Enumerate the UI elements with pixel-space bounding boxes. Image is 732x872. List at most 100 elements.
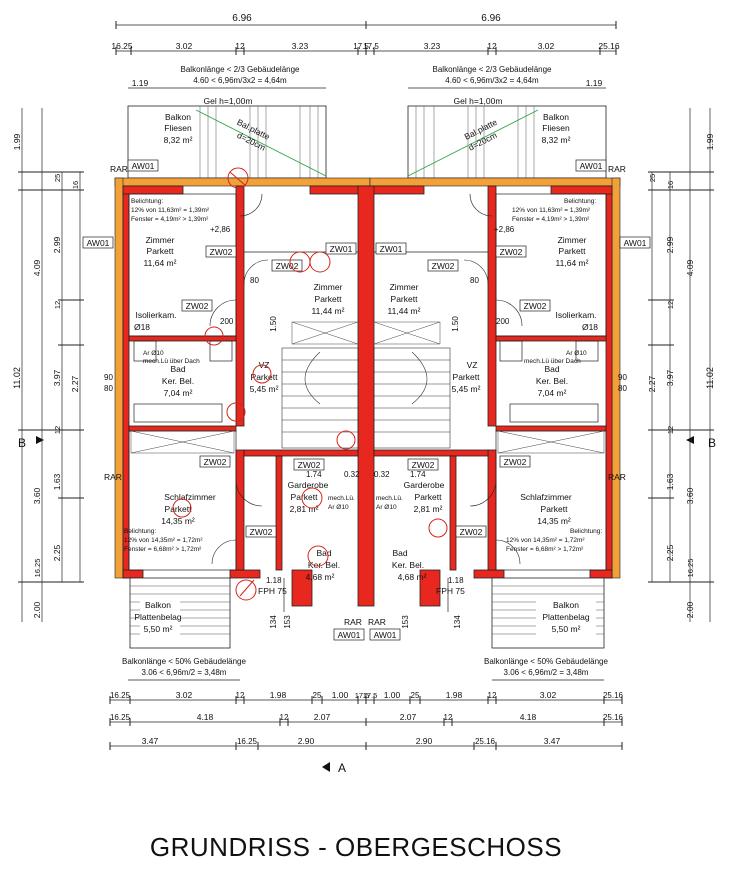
balkon-top-right-1: Balkon: [543, 112, 569, 122]
dim-right-7: 2.27: [647, 375, 657, 392]
height-left: +2,86: [210, 225, 231, 234]
bot-r3-3: 2.90: [416, 736, 433, 746]
zimmer-a-left-2: Parkett: [147, 246, 175, 256]
section-b-left: B: [18, 436, 26, 450]
top-balconies: Balkon Fliesen 8,32 m² Bal.platte d=20cm…: [110, 105, 626, 179]
bel-top-left-1: Belichtung:: [131, 198, 163, 205]
dim-right-14: 2.00: [685, 601, 695, 618]
dim-right-10: 1.63: [665, 473, 675, 490]
garderobe-left-1: Garderobe: [288, 480, 329, 490]
dim-top-2: 12: [235, 41, 245, 51]
small-dim-right-8: 134: [453, 615, 462, 629]
wall-tags: AW01 AW01 ZW02 ZW02 ZW02 ZW02 ZW01 ZW01 …: [82, 236, 651, 641]
dim-right-13: 16.25: [686, 559, 695, 578]
small-dim-left-3: 90: [104, 373, 113, 382]
bel-bot-left-1: Belichtung:: [124, 528, 156, 535]
balkon-bot-right-3: 5,50 m²: [552, 624, 581, 634]
tag-aw01-top-right: AW01: [580, 161, 603, 171]
balkon-top-right-3: 8,32 m²: [542, 135, 571, 145]
bad-top-right-1: Bad: [544, 364, 559, 374]
mech2-right-2: Ar Ø10: [376, 504, 397, 511]
zimmer-b-left-2: Parkett: [315, 294, 343, 304]
small-dim-left-6: 0.32: [344, 470, 360, 479]
tag-zw01-right: ZW01: [380, 244, 403, 254]
bel-top-right-3: Fenster = 4,19m² > 1,39m²: [512, 216, 590, 223]
zimmer-b-right-3: 11,44 m²: [388, 306, 421, 316]
side-dimensions: 1.99 25 16 4.09 2.99 12 11.02 2.27 3.97 …: [12, 108, 716, 622]
dim-left-10: 1.63: [52, 473, 62, 490]
garderobe-left-3: 2,81 m²: [290, 504, 319, 514]
small-dim-right-9: 153: [401, 615, 410, 629]
dim-right-4: 2.99: [665, 236, 675, 253]
garderobe-right-1: Garderobe: [404, 480, 445, 490]
bot-r1-6: 17.5: [355, 691, 370, 700]
bad-top-left-1: Bad: [170, 364, 185, 374]
isolier-right-2: Ø18: [582, 322, 598, 332]
tag-zw02-e-left: ZW02: [298, 460, 321, 470]
bot-r2-1: 4.18: [197, 712, 214, 722]
small-dim-right-7: 1.18: [448, 576, 464, 585]
bel-top-left-3: Fenster = 4,19m² > 1,39m²: [131, 216, 209, 223]
dim-119-right: 1.19: [586, 78, 603, 88]
tag-rar-top-left: RAR: [110, 164, 128, 174]
tag-rar-bot-right: RAR: [368, 617, 386, 627]
balkon-top-right-2: Fliesen: [542, 123, 570, 133]
dim-left-12: 2.25: [52, 544, 62, 561]
dim-left-8: 3.97: [52, 369, 62, 386]
bot-r1-1: 3.02: [176, 690, 193, 700]
bel-bot-right-1: Belichtung:: [570, 528, 602, 535]
schlaf-left-3: 14,35 m²: [161, 516, 195, 526]
bot-r3-2: 2.90: [298, 736, 315, 746]
tag-rar-top-right: RAR: [608, 164, 626, 174]
bot-note-left-2: 3.06 < 6,96m/2 = 3,48m: [142, 668, 227, 677]
dim-right-0: 1.99: [705, 133, 715, 150]
bot-r1-7: 17.5: [363, 691, 378, 700]
rooms-right-unit: Belichtung: 12% von 11,63m² = 1,39m² Fen…: [374, 198, 627, 629]
bot-r2-4: 2.07: [400, 712, 417, 722]
tag-zw02-e-right: ZW02: [412, 460, 435, 470]
bot-r1-8: 1.00: [384, 690, 401, 700]
dim-right-5: 12: [666, 301, 675, 309]
bel-top-right-1: Belichtung:: [564, 198, 596, 205]
bot-r1-2: 12: [236, 691, 245, 700]
mech-left-2: mech.Lü über Dach: [143, 358, 200, 365]
rooms-left-unit: Belichtung: 12% von 11,63m² = 1,39m² Fen…: [104, 198, 360, 629]
dim-left-5: 12: [53, 301, 62, 309]
bad-bot-right-2: Ker. Bel.: [392, 560, 424, 570]
dim-left-11: 3.60: [32, 487, 42, 504]
balkon-bot-right-2: Plattenbelag: [542, 612, 590, 622]
balcony-note-right-2: 4.60 < 6,96m/3x2 = 4,64m: [445, 76, 539, 85]
zimmer-a-right-2: Parkett: [559, 246, 587, 256]
small-dim-right-3: 90: [618, 373, 627, 382]
exterior-walls: [114, 177, 621, 607]
vz-left-2: Parkett: [251, 372, 279, 382]
dim-left-2: 16: [71, 181, 80, 189]
dim-overall-left: 6.96: [232, 13, 252, 24]
dim-right-8: 3.97: [665, 369, 675, 386]
page-title: GRUNDRISS - OBERGESCHOSS: [150, 832, 562, 862]
bot-r2-7: 25.16: [603, 713, 624, 722]
mech-right-1: Ar Ø10: [566, 350, 587, 357]
zimmer-a-left-1: Zimmer: [146, 235, 175, 245]
mech-right-2: mech.Lü über Dach: [524, 358, 581, 365]
tag-zw02-d-right: ZW02: [504, 457, 527, 467]
schlaf-left-2: Parkett: [165, 504, 193, 514]
small-dim-left-0: 80: [250, 276, 259, 285]
mech-left-1: Ar Ø10: [143, 350, 164, 357]
bot-r3-5: 3.47: [544, 736, 561, 746]
schlaf-left-1: Schlafzimmer: [164, 492, 216, 502]
tag-zw02-c-right: ZW02: [524, 301, 547, 311]
tag-aw01-right: AW01: [624, 238, 647, 248]
bot-r3-0: 3.47: [142, 736, 159, 746]
tag-aw01-bot-left: AW01: [338, 630, 361, 640]
small-dim-left-4: 80: [104, 384, 113, 393]
bad-bot-left-2: Ker. Bel.: [308, 560, 340, 570]
dim-right-6: 11.02: [705, 367, 715, 389]
bel-top-left-2: 12% von 11,63m² = 1,39m²: [131, 207, 210, 214]
zimmer-a-right-1: Zimmer: [558, 235, 587, 245]
small-dim-right-2: 1.50: [451, 316, 460, 332]
small-dim-left-5: 1.74: [306, 470, 322, 479]
bad-top-left-3: 7,04 m²: [164, 388, 193, 398]
tag-rar-mid-right: RAR: [608, 472, 626, 482]
tag-rar-mid-left: RAR: [104, 472, 122, 482]
